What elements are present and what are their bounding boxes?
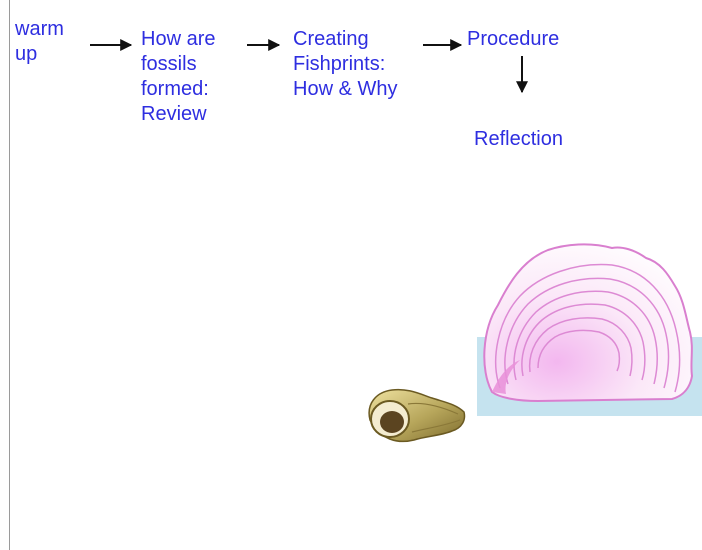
oyster-shell-illustration (477, 244, 702, 416)
snail-shell-illustration (369, 390, 464, 442)
snail-shell-aperture (380, 411, 404, 433)
